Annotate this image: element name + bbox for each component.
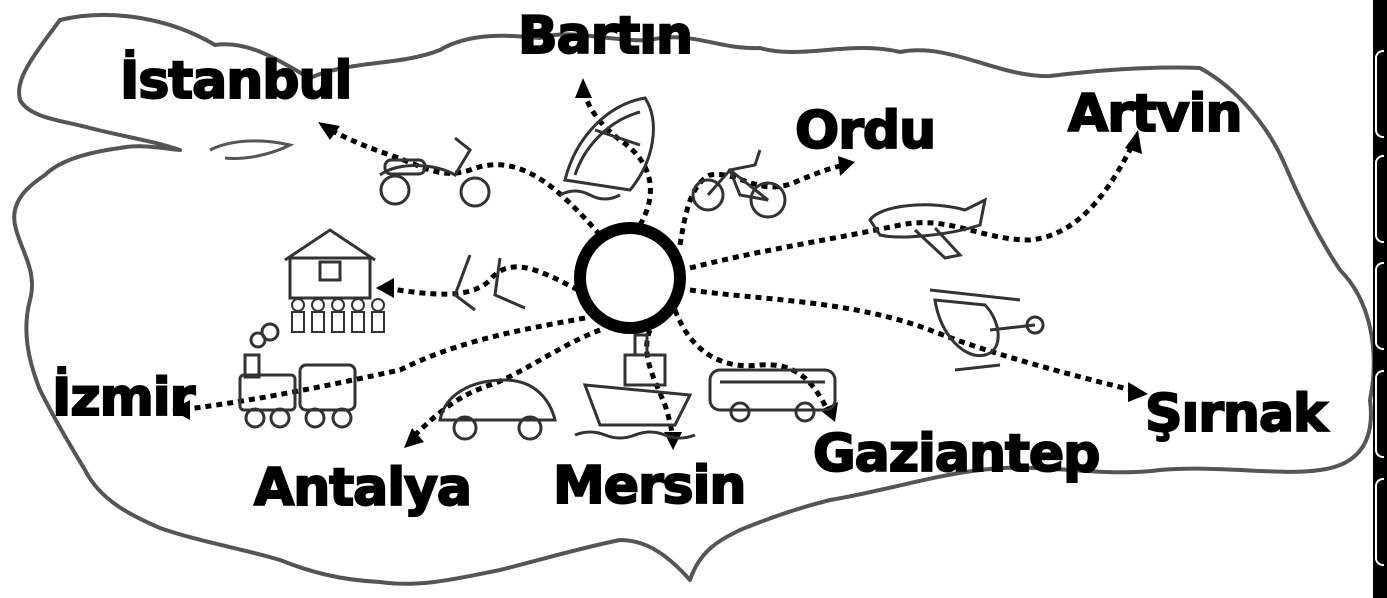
arrow-bartin <box>575 78 592 98</box>
arrow-antalya <box>404 428 424 448</box>
edge-notch <box>1375 478 1384 566</box>
minibus-icon <box>708 368 837 423</box>
edge-notch <box>1375 50 1384 138</box>
route-bartin <box>580 84 653 227</box>
city-label-izmir: İzmir <box>51 368 196 428</box>
edge-notch <box>1375 155 1384 243</box>
arrow-artvin <box>1125 130 1142 154</box>
center-answer-circle[interactable] <box>574 222 686 334</box>
marmara-coast <box>209 139 295 160</box>
city-label-gaziantep: Gaziantep <box>812 424 1101 484</box>
city-label-artvin: Artvin <box>1067 84 1243 144</box>
scooter-icon <box>379 136 491 208</box>
arrowheads <box>172 78 1148 450</box>
city-label-mersin: Mersin <box>552 456 747 516</box>
city-label-sirnak: Şırnak <box>1144 384 1329 444</box>
turkey-outline <box>12 13 1376 586</box>
route-sirnak <box>689 287 1141 395</box>
arrow-sirnak <box>1128 382 1148 402</box>
route-mersin <box>644 329 676 441</box>
helicopter-icon <box>929 288 1045 372</box>
route-artvin <box>689 138 1138 271</box>
route-ordu <box>677 162 846 246</box>
route-izmir <box>179 315 586 413</box>
bicycle-icon <box>691 149 787 219</box>
car-icon <box>438 378 557 441</box>
city-label-ordu: Ordu <box>794 101 937 161</box>
school-building-icon <box>284 228 385 333</box>
arrow-ordu <box>838 156 855 176</box>
arrow-istanbul <box>318 122 340 140</box>
route-gaziantep <box>672 309 833 417</box>
rowboat-icon <box>559 96 655 201</box>
edge-notch <box>1375 262 1384 350</box>
arrow-izmir <box>172 400 190 420</box>
city-label-antalya: Antalya <box>253 458 473 518</box>
city-label-istanbul: İstanbul <box>119 51 353 111</box>
airplane-icon <box>868 197 988 260</box>
walking-feet-icon <box>453 254 526 312</box>
city-label-bartin: Bartın <box>517 6 694 66</box>
page-edge-strip <box>1373 0 1387 598</box>
route-school <box>384 264 580 297</box>
steam-train-icon <box>238 322 357 429</box>
arrow-school <box>376 278 394 298</box>
ship-icon <box>574 333 696 440</box>
edge-notch <box>1375 370 1384 458</box>
route-antalya <box>408 327 601 442</box>
